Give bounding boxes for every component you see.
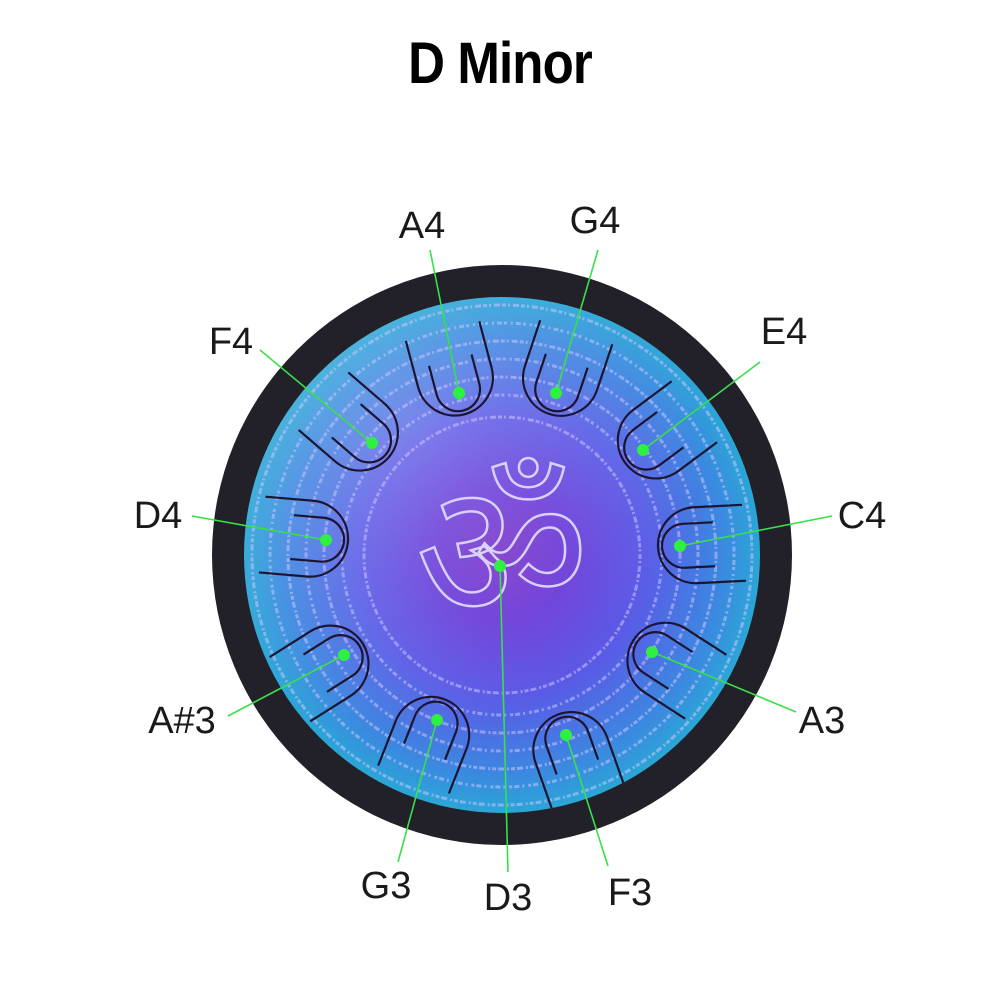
pointer-line-f4 xyxy=(259,349,373,444)
note-label-a4: A4 xyxy=(399,205,445,247)
drum-shine xyxy=(244,297,760,813)
note-label-f3: F3 xyxy=(608,872,652,914)
pointer-dot-f3 xyxy=(560,729,572,741)
note-pointers xyxy=(191,249,833,873)
note-label-d4: D4 xyxy=(134,495,183,537)
pointer-dot-a4 xyxy=(453,387,465,399)
engraving-ring xyxy=(362,415,642,695)
tongue-f3 xyxy=(532,711,625,809)
note-label-g3: G3 xyxy=(361,865,412,907)
engraving-ring xyxy=(322,375,682,735)
tongue-g4 xyxy=(522,319,614,417)
pointer-dot-g4 xyxy=(550,387,562,399)
note-label-d3: D3 xyxy=(484,877,533,919)
engraving-ring xyxy=(250,303,754,807)
tongue-a4 xyxy=(404,321,494,417)
pointer-dot-c4 xyxy=(674,540,686,552)
note-labels: D3 A3 A#3 C4 D4 E4 F4 G4 A4 F3 G3 xyxy=(134,200,887,919)
pointer-dot-e4 xyxy=(637,444,649,456)
note-label-f4: F4 xyxy=(209,321,253,363)
pointer-line-a4 xyxy=(429,249,460,394)
pointer-line-f3 xyxy=(565,734,609,867)
tongue-a3 xyxy=(626,621,727,720)
pointer-dot-f4 xyxy=(366,437,378,449)
pointer-dot-g3 xyxy=(431,714,443,726)
note-label-asharp3: A#3 xyxy=(148,700,216,742)
pointer-dot-a3 xyxy=(646,646,658,658)
tongue-g3 xyxy=(377,695,471,794)
note-label-e4: E4 xyxy=(761,311,807,353)
engraving-ring xyxy=(286,339,718,771)
engraving-ring xyxy=(268,321,736,789)
engraved-mantra-rings xyxy=(250,303,754,807)
pointer-line-e4 xyxy=(642,361,761,451)
tongue-d4 xyxy=(258,495,350,578)
pointer-line-a3 xyxy=(651,651,797,713)
pointer-dot-asharp3 xyxy=(338,649,350,661)
pointer-dot-d4 xyxy=(320,534,332,546)
tongue-c4 xyxy=(656,503,746,585)
tongue-f4 xyxy=(297,371,399,472)
engraving-ring xyxy=(304,357,700,753)
engraving-ring xyxy=(340,393,664,717)
pointer-line-g3 xyxy=(397,719,438,863)
diagram-title: D Minor xyxy=(408,31,593,96)
note-label-c4: C4 xyxy=(838,495,887,537)
pointer-line-asharp3 xyxy=(227,654,345,717)
tongue-asharp3 xyxy=(269,624,370,723)
pointer-line-d4 xyxy=(191,515,327,541)
note-label-a3: A3 xyxy=(799,700,845,742)
tongue-e4 xyxy=(616,380,718,480)
pointer-line-g4 xyxy=(555,249,599,394)
note-label-g4: G4 xyxy=(570,200,621,242)
pointer-line-d3 xyxy=(499,565,509,873)
pointer-dot-d3 xyxy=(494,560,506,572)
pointer-line-c4 xyxy=(679,515,833,547)
tongue-cutouts xyxy=(258,319,746,809)
